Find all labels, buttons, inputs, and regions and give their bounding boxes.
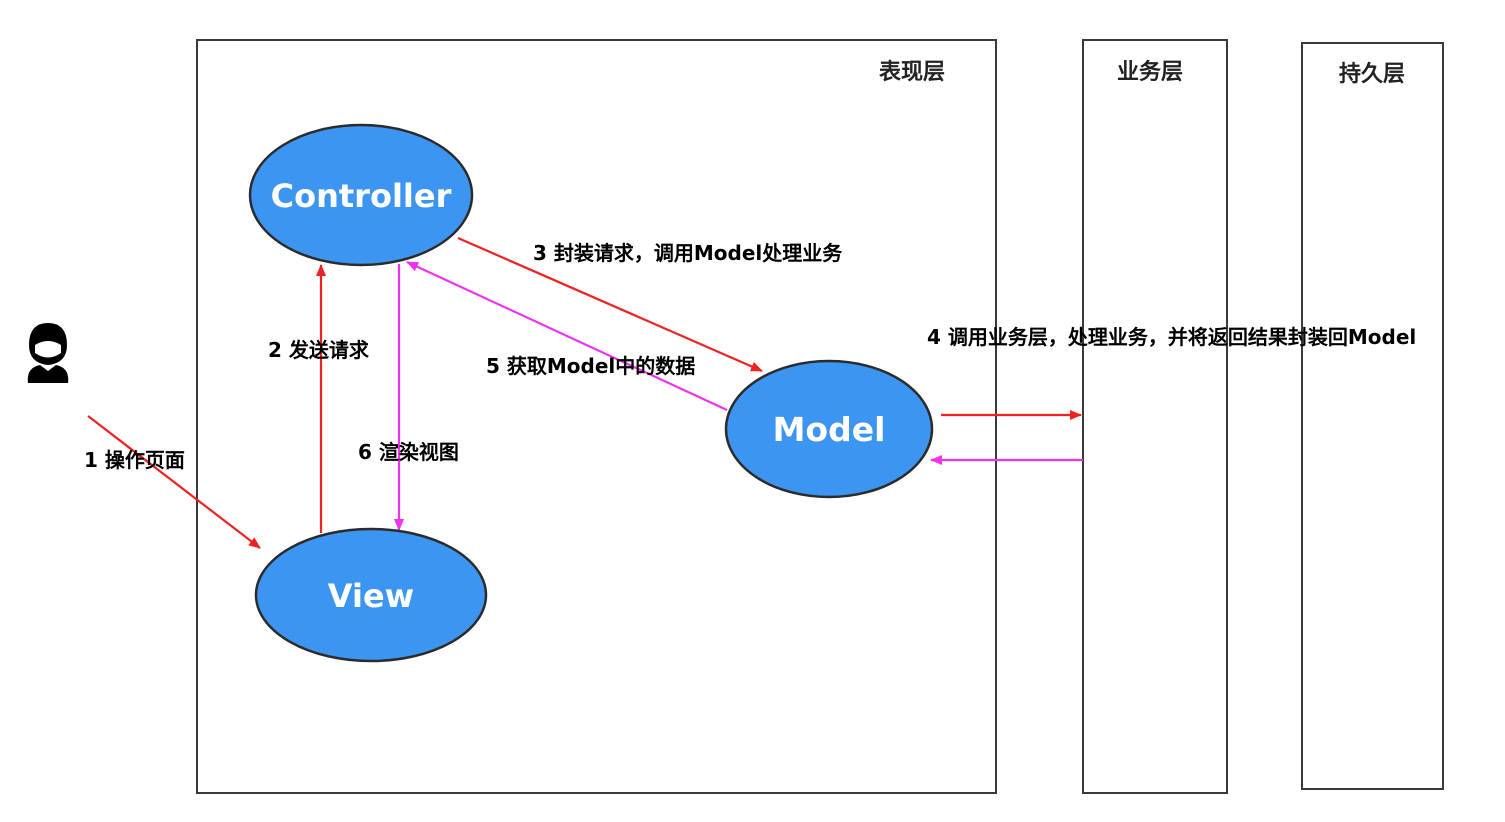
persistence-layer-title: 持久层	[1339, 61, 1405, 87]
label-step1: 1 操作页面	[84, 448, 185, 472]
label-step4: 4 调用业务层，处理业务，并将返回结果封装回Model	[927, 325, 1416, 349]
view-label: View	[328, 577, 414, 615]
arrow-step3	[457, 236, 763, 373]
label-step3: 3 封装请求，调用Model处理业务	[533, 241, 843, 265]
view-node: View	[254, 527, 488, 663]
view-ellipse	[254, 527, 488, 663]
business-layer-box	[1082, 39, 1228, 794]
label-step6: 6 渲染视图	[358, 440, 459, 464]
model-ellipse	[724, 359, 934, 499]
controller-node: Controller	[248, 123, 474, 267]
user-icon	[27, 323, 69, 383]
model-node: Model	[724, 359, 934, 499]
label-step5: 5 获取Model中的数据	[486, 354, 695, 378]
persistence-layer-box	[1301, 42, 1444, 790]
label-step2: 2 发送请求	[268, 338, 370, 362]
arrow-step5	[406, 261, 728, 411]
controller-ellipse	[248, 123, 474, 267]
business-layer-title: 业务层	[1117, 60, 1183, 85]
model-label: Model	[773, 410, 886, 449]
controller-label: Controller	[271, 177, 452, 215]
presentation-layer-title: 表现层	[879, 60, 945, 85]
arrow-step1	[87, 415, 261, 549]
presentation-layer-box	[196, 39, 997, 794]
